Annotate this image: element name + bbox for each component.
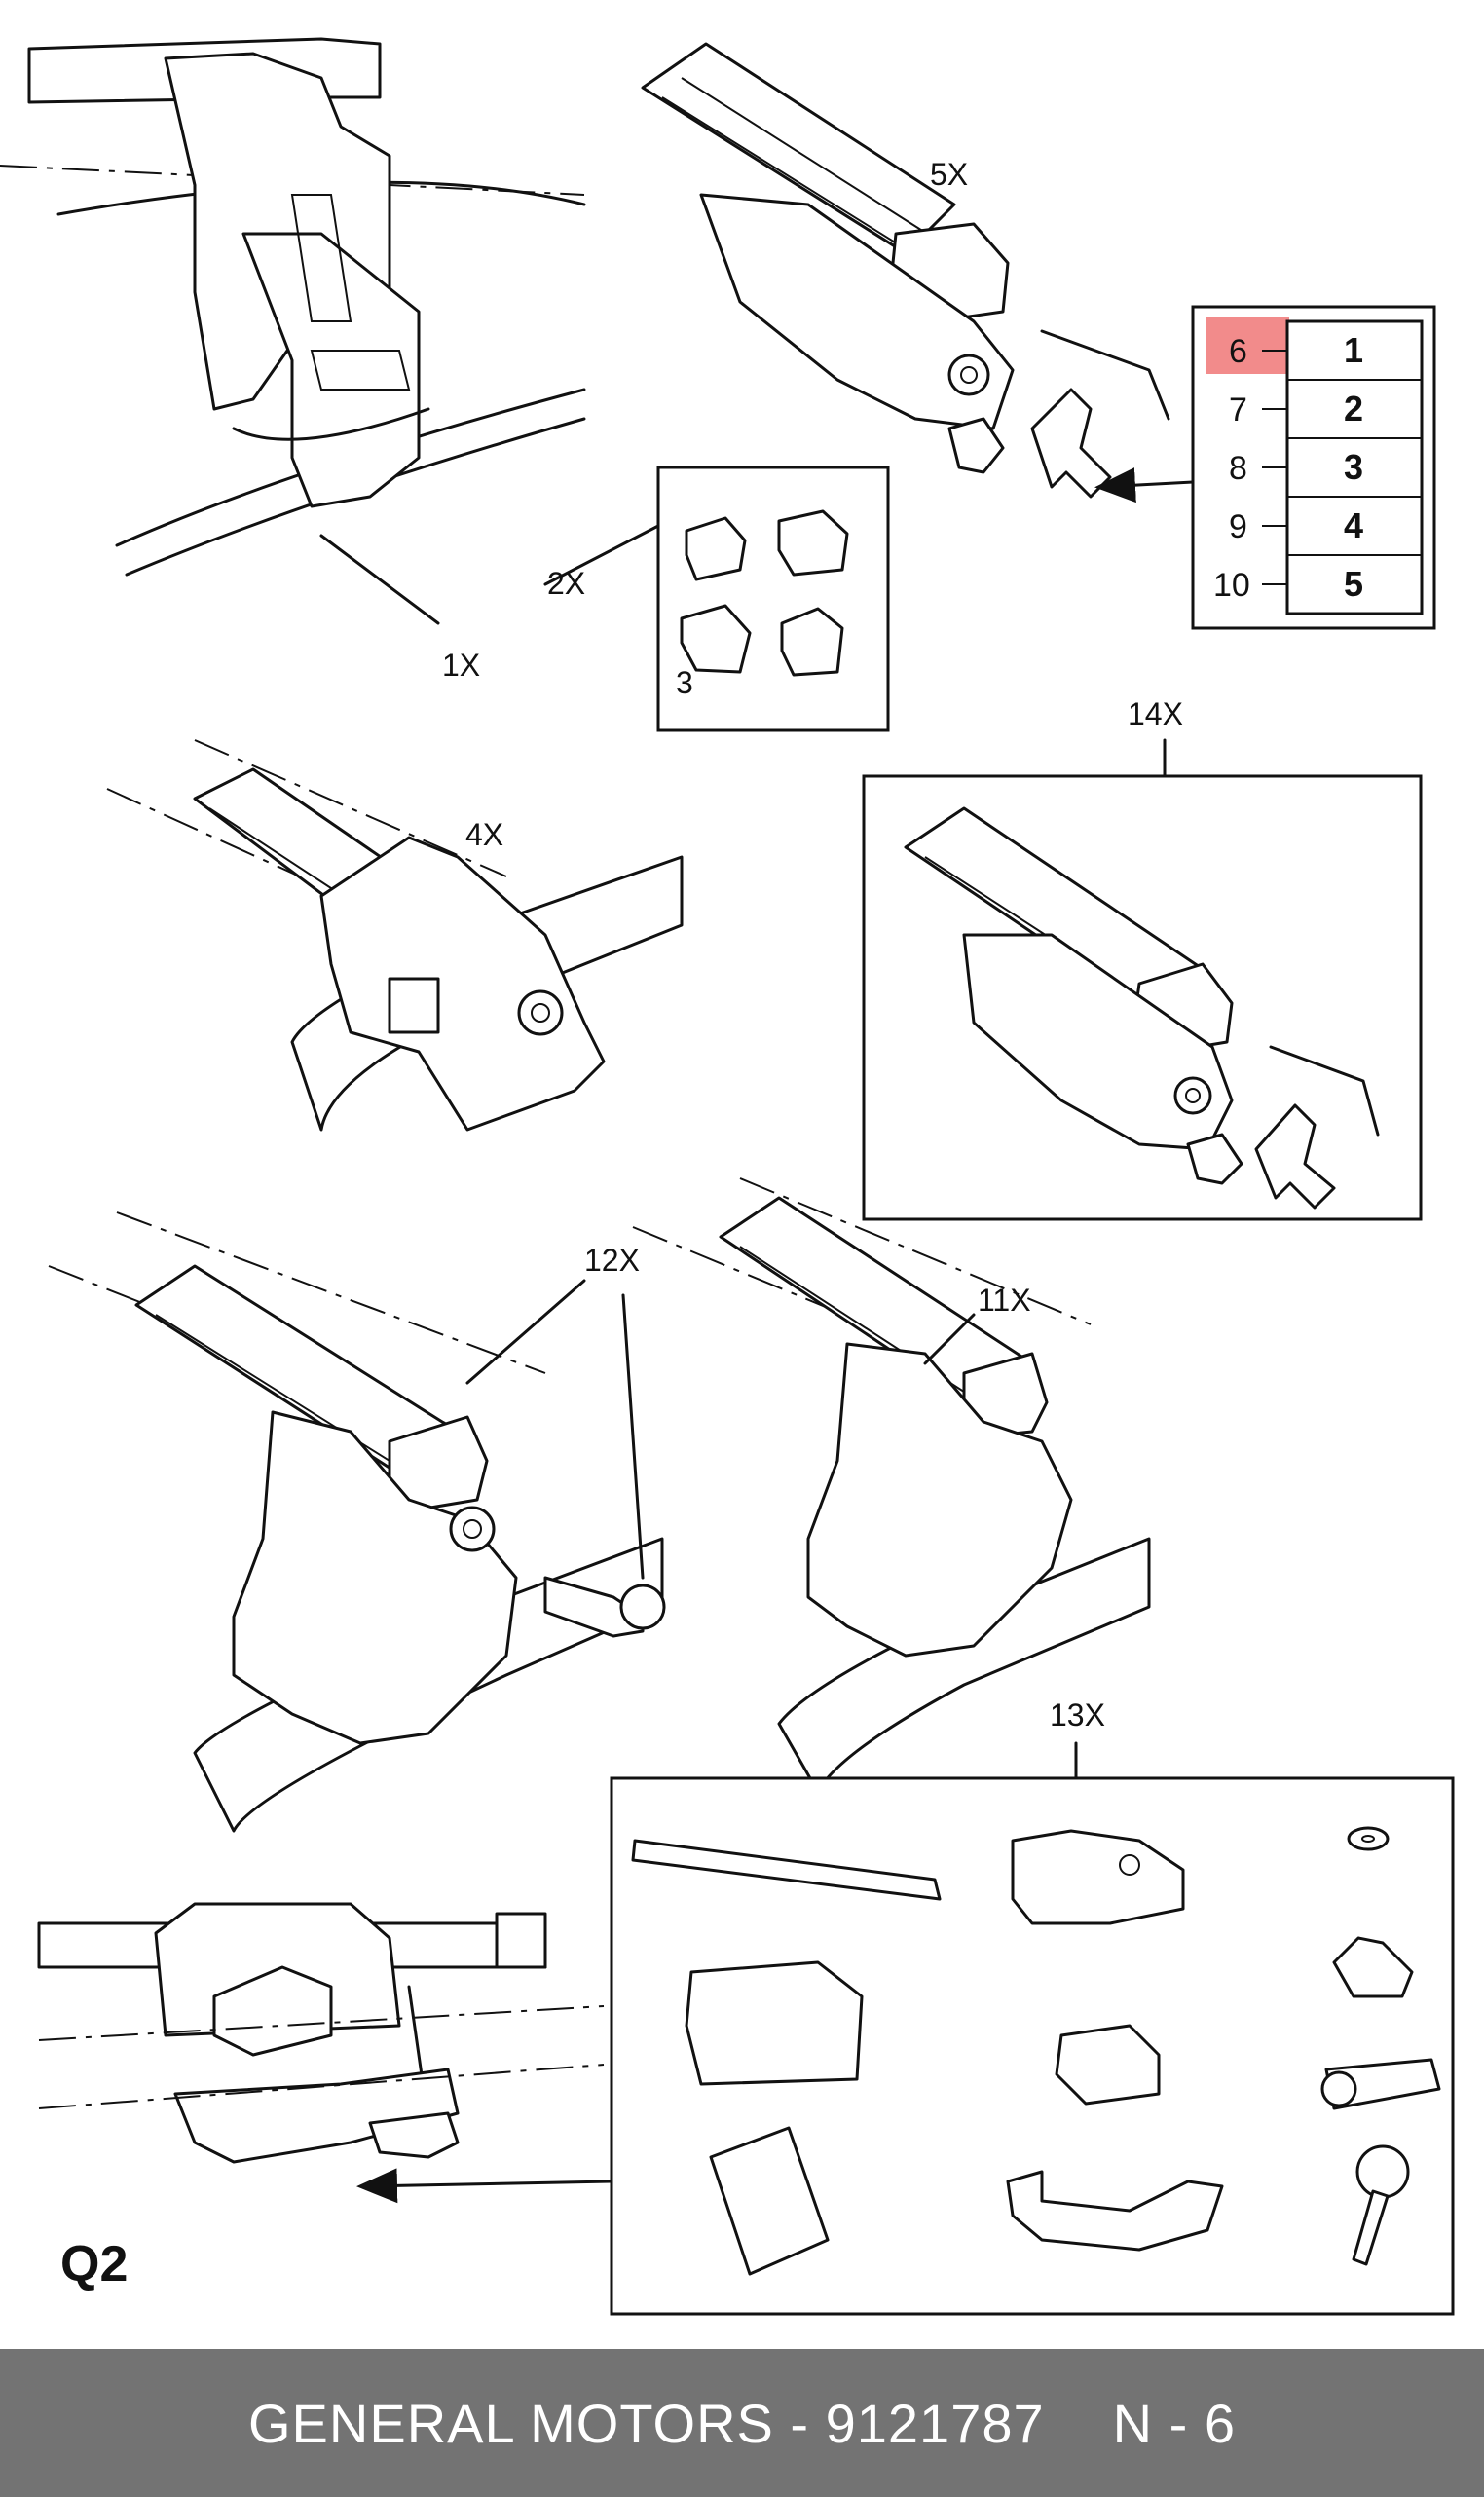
callout-2x: 2X xyxy=(547,566,585,601)
callout-5x: 5X xyxy=(930,157,968,192)
index-left-4: 10 xyxy=(1213,567,1250,604)
key-blade xyxy=(1352,2189,1390,2266)
index-highlight xyxy=(1206,317,1289,374)
cover-plate xyxy=(709,2126,830,2276)
arrow-index-to-knob xyxy=(1094,467,1195,503)
callout-11x: 11X xyxy=(978,1283,1031,1318)
footer-bar: GENERAL MOTORS - 9121787 N - 6 xyxy=(0,2349,1484,2497)
key-head xyxy=(1355,2144,1410,2199)
figure-code: Q2 xyxy=(60,2236,128,2292)
rail-foot-assembly xyxy=(106,739,684,1132)
footer-caption: GENERAL MOTORS - 9121787 N - 6 xyxy=(248,2392,1236,2455)
end-cap xyxy=(1011,1829,1185,1925)
leader-line-12x-a xyxy=(465,1279,586,1385)
leader-line-1x xyxy=(319,534,440,625)
standard-foot-assembly xyxy=(632,1177,1151,1794)
index-left-0: 6 xyxy=(1229,333,1247,370)
index-right-2: 3 xyxy=(1344,447,1363,487)
pads-inset-box xyxy=(656,466,890,732)
gutter-hook xyxy=(1006,2170,1224,2252)
kit-contents-box xyxy=(610,1776,1455,2316)
index-right-1: 2 xyxy=(1344,389,1363,429)
washer xyxy=(1347,1826,1390,1851)
arrow-kit-to-clamp xyxy=(356,2168,613,2204)
index-right-0: 1 xyxy=(1344,330,1363,370)
leader-line-2x xyxy=(543,524,660,586)
footer-page-label: N - 6 xyxy=(1112,2392,1236,2454)
wing-nut xyxy=(1332,1936,1414,1998)
rubber-pad xyxy=(1055,2024,1161,2106)
callout-13x: 13X xyxy=(1050,1697,1105,1733)
callout-14x: 14X xyxy=(1128,696,1183,731)
leader-line-11x xyxy=(923,1313,976,1365)
index-right-4: 5 xyxy=(1344,564,1363,604)
roof-clamp-assembly xyxy=(0,37,586,577)
footer-part-number: GENERAL MOTORS - 9121787 xyxy=(247,2392,1045,2454)
callout-1x: 1X xyxy=(442,648,480,683)
lockable-foot-assembly xyxy=(48,1211,666,1833)
parts-diagram: 1X 2X 3 5X 6 1 7 xyxy=(0,37,1455,2316)
gutter-clamp-assembly xyxy=(37,1902,605,2164)
index-left-3: 9 xyxy=(1229,508,1247,545)
index-table: 6 1 7 2 8 3 9 4 10 5 xyxy=(1191,305,1436,630)
callout-4x: 4X xyxy=(465,817,503,852)
leader-line-12x-b xyxy=(621,1293,645,1580)
index-left-2: 8 xyxy=(1229,450,1247,487)
bar-end-inset-box xyxy=(862,774,1423,1221)
index-left-1: 7 xyxy=(1229,391,1247,429)
rubber-strip xyxy=(631,1839,942,1901)
bar-end-lock-assembly xyxy=(641,42,1170,499)
index-right-3: 4 xyxy=(1344,505,1363,545)
callout-3: 3 xyxy=(676,665,693,700)
callout-12x: 12X xyxy=(584,1243,640,1278)
foot-body xyxy=(685,1960,864,2086)
